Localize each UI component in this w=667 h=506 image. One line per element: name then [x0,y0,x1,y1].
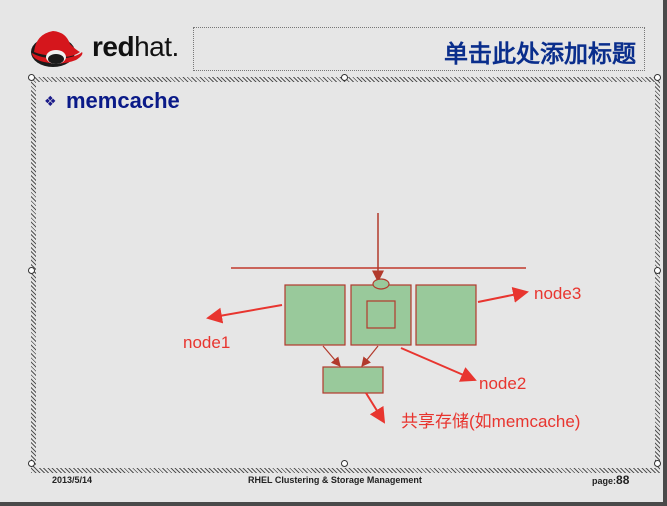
redhat-logo: redhat. [26,22,196,72]
resize-handle[interactable] [654,267,661,274]
node2-label: node2 [479,374,527,393]
footer-date: 2013/5/14 [52,475,93,485]
node3-arrow [477,286,529,303]
diamond-bullet-icon: ❖ [44,94,57,110]
storage-arrow [365,392,386,424]
shared-storage-box [322,366,384,394]
redhat-shadowman-icon [31,31,83,67]
resize-handle[interactable] [654,74,661,81]
footer-course: RHEL Clustering & Storage Management [248,475,422,485]
node2-to-storage-arrow [361,345,379,367]
logo-wordmark: redhat. [92,31,179,62]
node3-label: node3 [534,284,582,303]
node2-inner-box [366,300,396,329]
footer-page: page:88 [592,473,630,487]
resize-handle[interactable] [28,267,35,274]
resize-handle[interactable] [28,460,35,467]
node3-box [415,284,477,346]
resize-handle[interactable] [654,460,661,467]
node1-to-storage-arrow [322,345,341,367]
node1-label: node1 [183,333,231,352]
title-placeholder[interactable]: 单击此处添加标题 [193,27,645,71]
slide-title[interactable]: 单击此处添加标题 [444,40,636,68]
content-frame[interactable] [31,77,660,473]
resize-handle[interactable] [341,74,348,81]
resize-handle[interactable] [28,74,35,81]
node1-box [284,284,346,346]
node1-arrow [206,304,283,324]
shared-storage-label: 共享存储(如memcache) [401,412,581,431]
bullet-text[interactable]: memcache [66,88,180,113]
entry-point [372,278,390,290]
resize-handle[interactable] [341,460,348,467]
node2-arrow [400,347,477,382]
